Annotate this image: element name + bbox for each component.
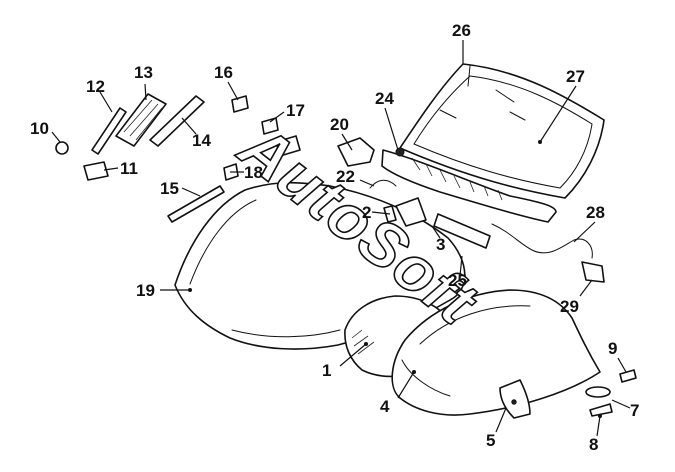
front-fender [391,289,601,416]
leader-lines [51,40,631,437]
washer-parts [55,141,109,181]
callout-29: 29 [560,297,579,316]
callout-7: 7 [630,401,639,420]
callout-27: 27 [566,67,585,86]
callout-17: 17 [286,101,305,120]
callout-24: 24 [375,89,394,108]
wiper-assembly [91,93,205,155]
mud-flap [499,379,531,419]
callout-22: 22 [336,167,355,186]
callout-25: 25 [448,271,467,290]
callout-8: 8 [589,435,598,454]
callout-11: 11 [120,159,138,178]
callout-19: 19 [136,281,155,300]
callout-2: 2 [362,203,371,222]
leader-dots [188,140,602,418]
callout-28: 28 [586,203,605,222]
callout-13: 13 [134,63,153,82]
hood-release-cable [491,223,605,283]
callout-labels: 26 27 24 20 22 2 3 25 28 29 19 1 4 5 7 8… [30,21,639,454]
callout-14: 14 [192,131,211,150]
callout-26: 26 [452,21,471,40]
windshield [399,63,605,199]
side-marker-parts [585,369,637,417]
callout-10: 10 [30,119,49,138]
hood-strut [167,95,301,223]
callout-18: 18 [244,163,263,182]
callout-12: 12 [86,77,105,96]
callout-1: 1 [322,361,331,380]
callout-5: 5 [486,431,495,450]
callout-9: 9 [608,339,617,358]
hood-latch-assembly [383,197,491,249]
callout-3: 3 [436,235,445,254]
callout-16: 16 [214,63,233,82]
callout-4: 4 [380,397,390,416]
callout-20: 20 [330,115,349,134]
callout-15: 15 [160,179,179,198]
